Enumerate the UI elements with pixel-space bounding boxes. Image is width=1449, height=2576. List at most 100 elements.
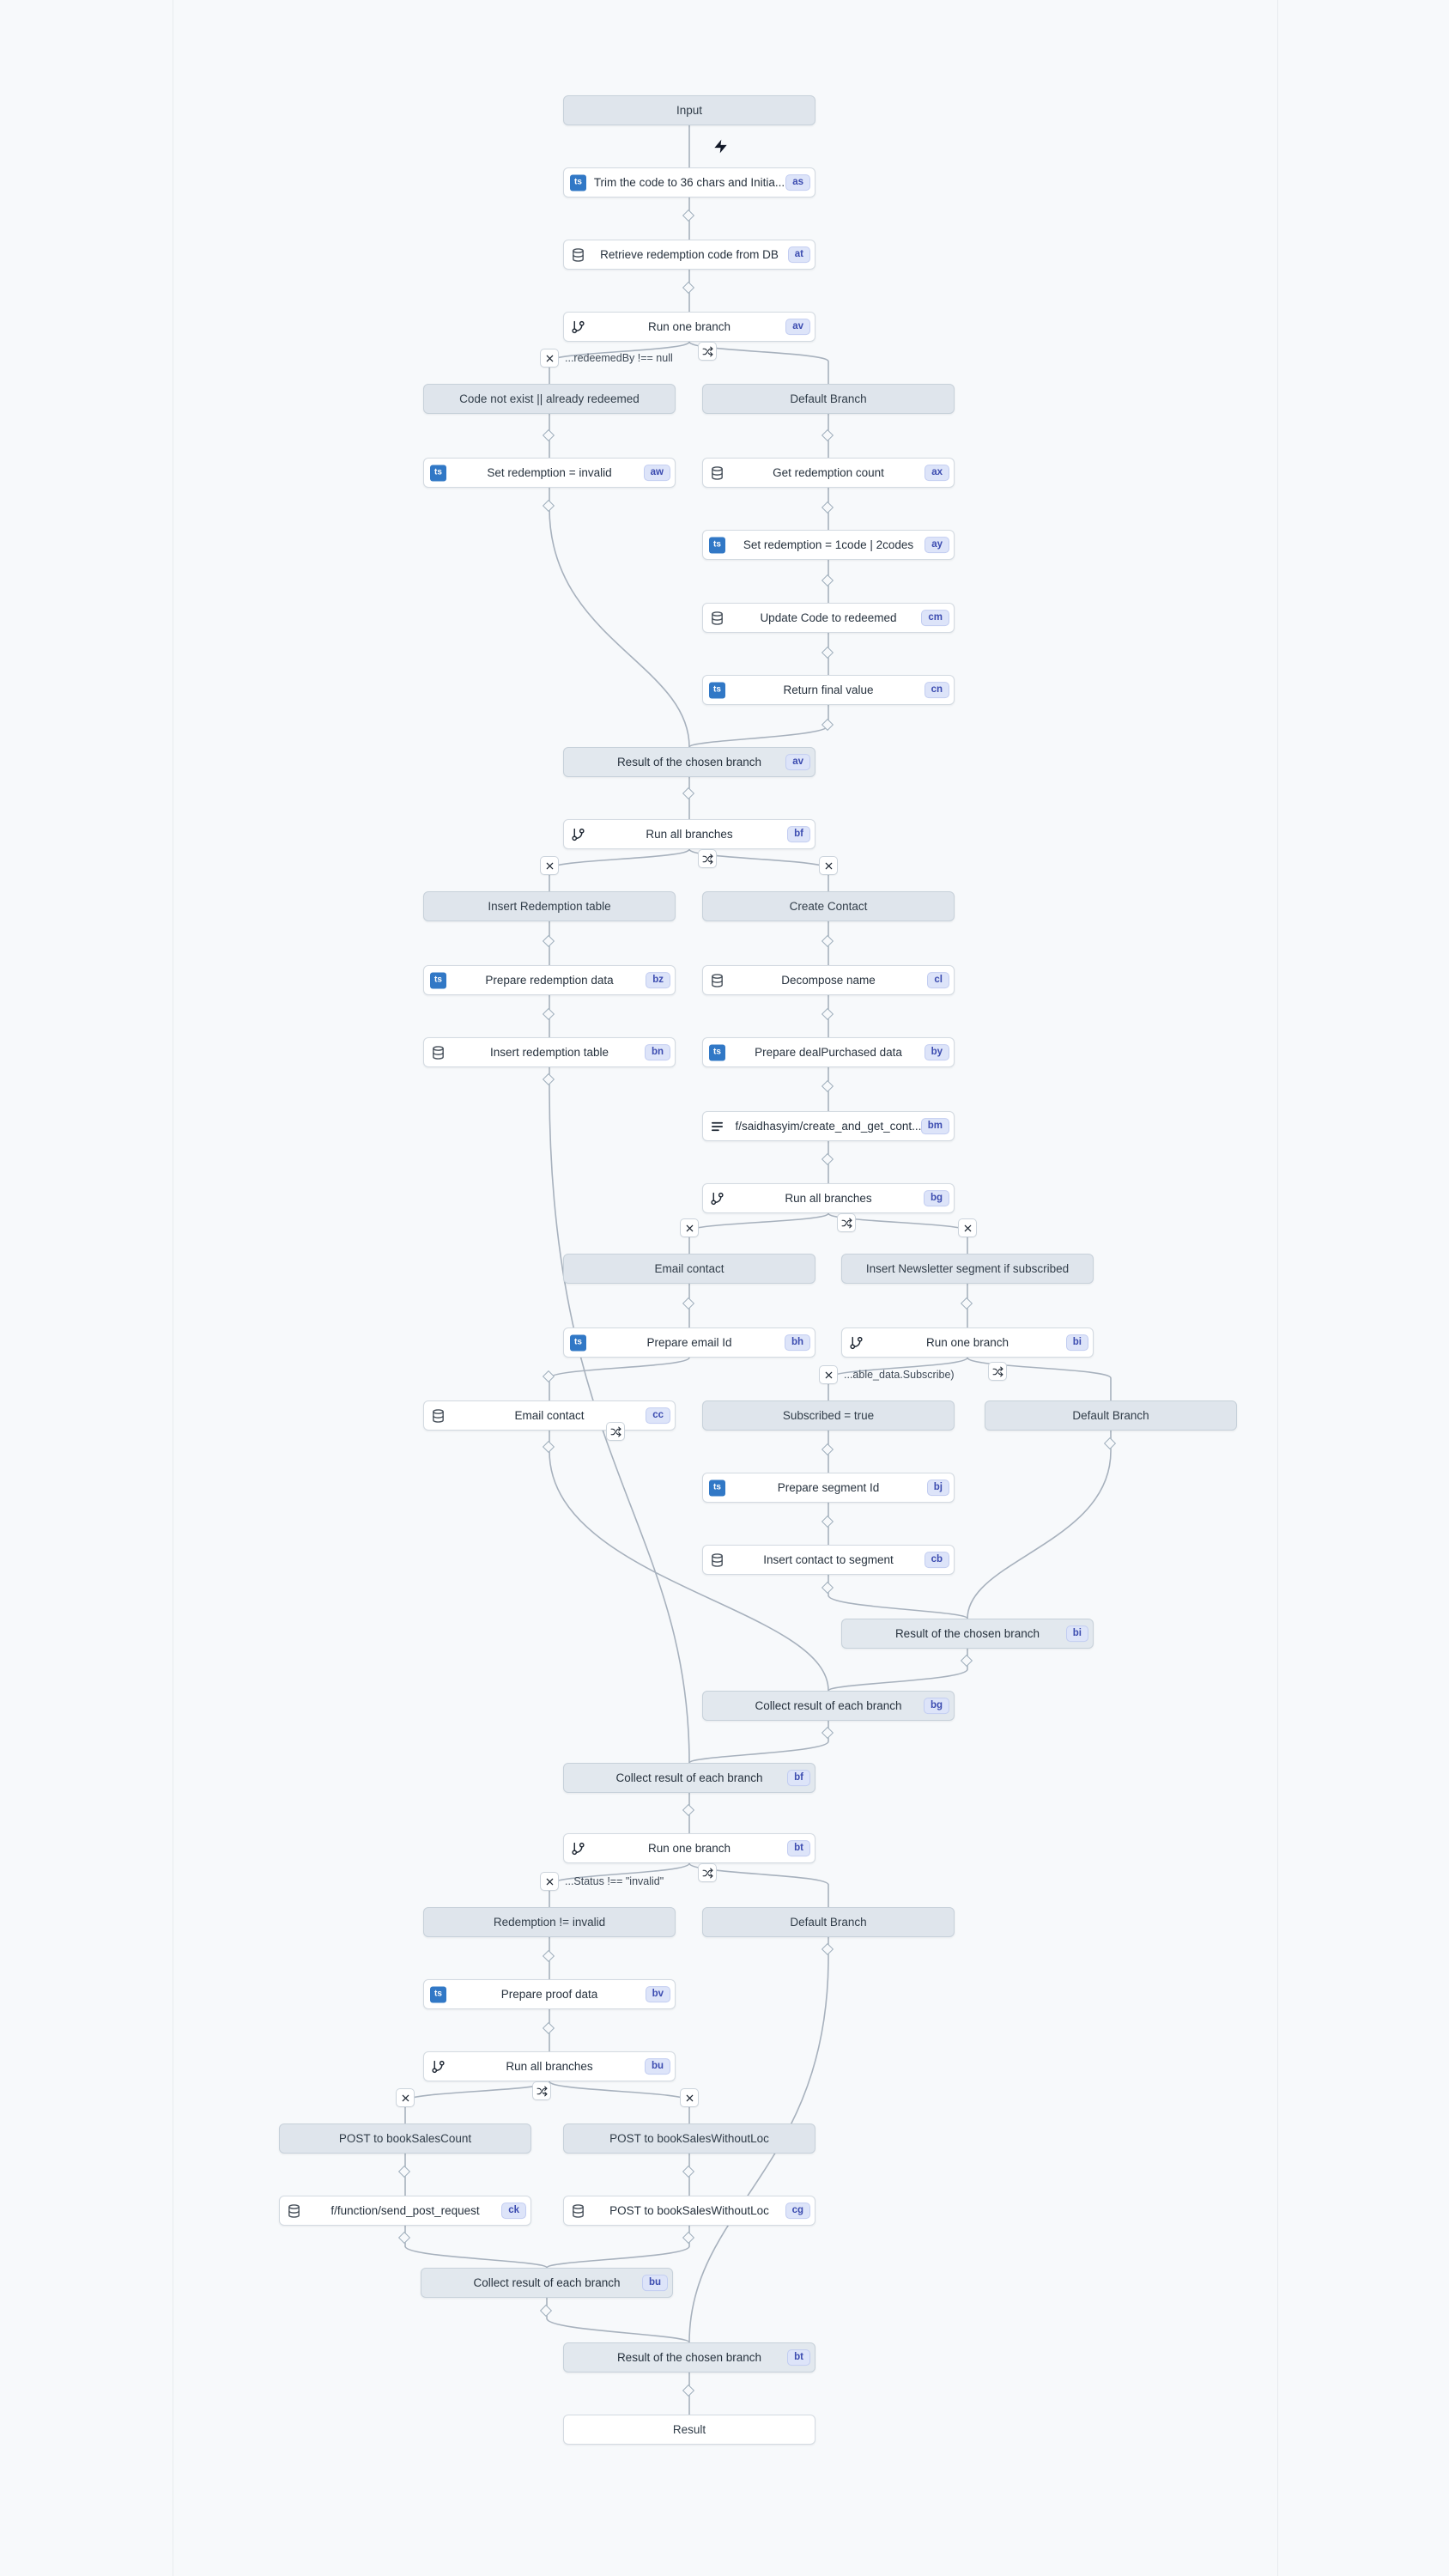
node-hdr-newsletter[interactable]: Insert Newsletter segment if subscribed <box>841 1254 1094 1284</box>
branch-x-marker <box>540 1872 559 1891</box>
flow-edge <box>967 1431 1112 1619</box>
database-icon <box>709 1552 725 1568</box>
node-badge: bg <box>923 1697 949 1715</box>
bolt-icon <box>713 139 727 153</box>
node-label: Collect result of each branch <box>615 1771 763 1784</box>
node-hdr-insert-redemption[interactable]: Insert Redemption table <box>423 891 676 921</box>
node-input[interactable]: Input <box>563 95 815 125</box>
database-icon <box>570 2202 586 2219</box>
node-label: Trim the code to 36 chars and Initia... <box>593 176 785 189</box>
node-label: Prepare segment Id <box>777 1481 880 1494</box>
node-trim[interactable]: ts Trim the code to 36 chars and Initia..… <box>563 167 815 197</box>
node-badge: bg <box>923 1189 949 1207</box>
node-label: Return final value <box>783 683 874 696</box>
node-label: Insert redemption table <box>489 1046 609 1059</box>
node-hdr-default-2[interactable]: Default Branch <box>985 1400 1237 1431</box>
node-hdr-default-1[interactable]: Default Branch <box>702 384 955 414</box>
node-hdr-redemption-ne[interactable]: Redemption != invalid <box>423 1907 676 1937</box>
node-hdr-code-not-exist[interactable]: Code not exist || already redeemed <box>423 384 676 414</box>
node-hdr-default-3[interactable]: Default Branch <box>702 1907 955 1937</box>
flow-edge <box>549 1067 690 1764</box>
typescript-icon: ts <box>570 174 586 191</box>
node-badge: cn <box>924 681 949 699</box>
node-label: Redemption != invalid <box>493 1916 606 1929</box>
node-result[interactable]: Result <box>563 2415 815 2445</box>
branch-shuffle-marker <box>532 2081 551 2100</box>
node-result-bi[interactable]: Result of the chosen branch bi <box>841 1619 1094 1649</box>
branch-icon <box>570 319 586 335</box>
x-icon <box>546 862 553 869</box>
shuffle-icon <box>702 1868 712 1878</box>
typescript-icon: ts <box>709 1044 725 1060</box>
node-label: Input <box>676 104 703 117</box>
branch-icon <box>848 1334 864 1351</box>
node-collect-bg[interactable]: Collect result of each branch bg <box>702 1691 955 1721</box>
node-label: Result of the chosen branch <box>616 2351 762 2364</box>
shuffle-icon <box>537 2086 547 2096</box>
node-label: Result of the chosen branch <box>894 1627 1040 1640</box>
node-badge: cb <box>924 1551 949 1569</box>
branch-shuffle-marker <box>698 342 717 361</box>
node-badge: bi <box>1065 1625 1088 1643</box>
node-label: Run one branch <box>647 1842 731 1855</box>
node-hdr-create-contact[interactable]: Create Contact <box>702 891 955 921</box>
branch-icon <box>430 2058 446 2075</box>
branch-x-marker <box>819 856 838 875</box>
node-badge: bu <box>644 2057 670 2075</box>
node-label: Collect result of each branch <box>755 1699 902 1712</box>
node-label: f/saidhasyim/create_and_get_cont... <box>735 1120 922 1133</box>
branch-shuffle-marker <box>698 849 717 868</box>
flow-edge <box>828 1575 968 1619</box>
flow-edge <box>549 488 690 748</box>
node-hdr-subscribed[interactable]: Subscribed = true <box>702 1400 955 1431</box>
node-hdr-post-woloc[interactable]: POST to bookSalesWithoutLoc <box>563 2123 815 2154</box>
node-label: Prepare proof data <box>500 1988 598 2001</box>
node-hdr-email-contact[interactable]: Email contact <box>563 1254 815 1284</box>
typescript-icon: ts <box>570 1334 586 1351</box>
flow-edge <box>688 1937 829 2343</box>
branch-condition-label: ...redeemedBy !== null <box>565 352 673 364</box>
node-label: POST to bookSalesWithoutLoc <box>609 2204 769 2217</box>
node-create-get-contact[interactable]: f/saidhasyim/create_and_get_cont...bm <box>702 1111 955 1141</box>
branch-condition-label: ...able_data.Subscribe) <box>844 1369 955 1381</box>
node-hdr-post-count[interactable]: POST to bookSalesCount <box>279 2123 531 2154</box>
typescript-icon: ts <box>430 972 446 988</box>
node-badge: av <box>785 753 810 771</box>
shuffle-icon <box>610 1426 621 1437</box>
flow-edge <box>549 848 690 891</box>
branch-x-marker <box>680 2088 699 2107</box>
flow-edge <box>404 2081 550 2123</box>
flow-edge <box>404 2226 548 2269</box>
node-label: Email contact <box>654 1262 724 1275</box>
node-badge: cc <box>646 1406 670 1425</box>
flow-edge <box>967 1357 1112 1400</box>
